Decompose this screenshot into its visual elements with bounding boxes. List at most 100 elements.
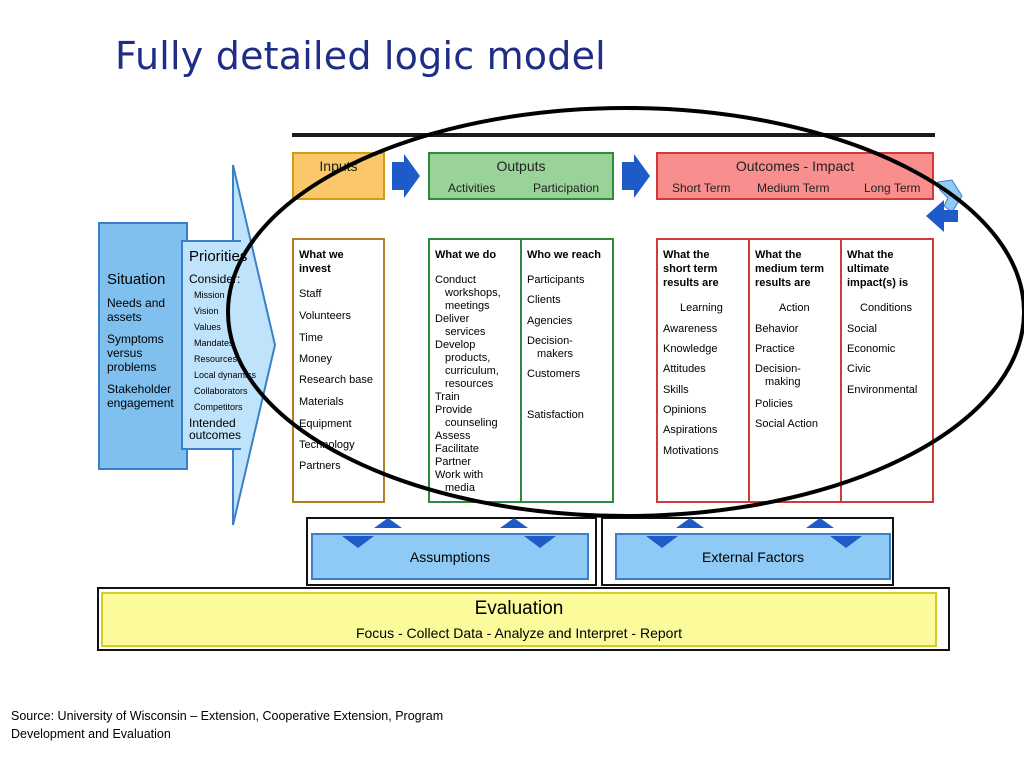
source-line: Development and Evaluation (11, 727, 171, 741)
activity-line: counseling (445, 417, 498, 429)
outputs-header-title: Outputs (496, 158, 546, 174)
evaluation-bar: Evaluation Focus - Collect Data - Analyz… (101, 592, 937, 647)
long-term-line: Social (847, 323, 877, 335)
activity-line: Partner (435, 456, 472, 468)
situation-item: engagement (107, 396, 174, 410)
evaluation-title: Evaluation (474, 598, 564, 619)
participation-column-heading: Who we reach (527, 249, 601, 261)
inputs-item: Time (299, 332, 324, 344)
situation-item: problems (107, 360, 157, 374)
heading-line: invest (299, 263, 331, 275)
intended-line: outcomes (189, 428, 242, 442)
priorities-title: Priorities (189, 248, 248, 265)
participation-line: Agencies (527, 315, 573, 327)
inputs-column-heading: What we invest (299, 248, 344, 276)
assumptions-frame (306, 517, 597, 586)
external-down-arrow-icon (646, 536, 678, 548)
outputs-activities-label: Activities (448, 181, 496, 195)
medium-term-line: Decision- (755, 363, 801, 375)
activity-line: Facilitate (435, 443, 480, 455)
top-rule (292, 133, 935, 137)
inputs-header-title: Inputs (319, 158, 358, 174)
external-factors-frame (601, 517, 894, 586)
activities-column: What we do Conduct workshops, meetings D… (428, 238, 522, 503)
medium-term-label: Medium Term (757, 181, 830, 195)
inputs-item: Volunteers (299, 310, 351, 322)
external-up-arrow-icon (806, 518, 834, 528)
priorities-intended-outcomes: Intended outcomes (189, 417, 241, 441)
short-term-line: Opinions (663, 404, 707, 416)
situation-item: assets (107, 310, 142, 324)
long-term-column: What the ultimate impact(s) is Condition… (840, 238, 934, 503)
activity-line: curriculum, (445, 365, 499, 377)
situation-title: Situation (107, 271, 166, 288)
activity-line: media (445, 482, 475, 494)
activity-line: Provide (435, 404, 473, 416)
heading-line: impact(s) is (847, 277, 909, 289)
outputs-participation-label: Participation (533, 181, 600, 195)
priority-item: Mission (194, 290, 225, 300)
short-term-line: Awareness (663, 323, 718, 335)
situation-box (98, 222, 188, 470)
priority-item: Resources (194, 354, 238, 364)
situation-item: Stakeholder (107, 382, 172, 396)
activity-line: Work with (435, 469, 484, 481)
medium-term-line: making (765, 376, 801, 388)
short-term-label: Short Term (672, 181, 731, 195)
activity-line: Conduct (435, 274, 476, 286)
outcomes-header-title: Outcomes - Impact (735, 158, 855, 174)
short-term-line: Skills (663, 384, 689, 396)
long-term-column-heading: What the ultimate impact(s) is (847, 248, 908, 290)
inputs-column: What we invest Staff Volunteers Time Mon… (292, 238, 385, 503)
inputs-item: Money (299, 353, 333, 365)
activity-line: workshops, (445, 287, 501, 299)
short-term-line: Attitudes (663, 363, 706, 375)
participation-line: Participants (527, 274, 585, 286)
assumptions-label: Assumptions (409, 549, 491, 565)
medium-term-line: Action (779, 302, 810, 314)
long-term-label: Long Term (864, 181, 921, 195)
long-term-line: Conditions (860, 302, 912, 314)
external-factors-label: External Factors (702, 549, 804, 565)
heading-line: short term (663, 263, 718, 275)
priority-item: Values (194, 322, 221, 332)
evaluation-subtitle: Focus - Collect Data - Analyze and Inter… (355, 625, 683, 641)
participation-line: Decision- (527, 335, 573, 347)
inputs-item: Partners (299, 460, 341, 472)
heading-line: ultimate (847, 263, 890, 275)
heading-line: What we (299, 249, 344, 261)
priority-item: Competitors (194, 402, 243, 412)
priority-item: Local dynamics (194, 370, 257, 380)
participation-column: Who we reach Participants Clients Agenci… (520, 238, 614, 503)
heading-line: results are (755, 277, 811, 289)
short-term-line: Learning (680, 302, 723, 314)
external-down-arrow-icon (830, 536, 862, 548)
highlight-oval (226, 106, 1024, 518)
assumptions-up-arrow-icon (374, 518, 402, 528)
outputs-header: Outputs Activities Participation (428, 152, 614, 200)
medium-term-line: Practice (755, 343, 795, 355)
long-term-line: Civic (847, 363, 871, 375)
intended-line: Intended (189, 416, 236, 430)
feedback-arrow-head-icon (926, 200, 958, 232)
medium-term-line: Policies (755, 398, 793, 410)
priority-item: Vision (194, 306, 219, 316)
participation-line: makers (537, 348, 574, 360)
assumptions-up-arrow-icon (500, 518, 528, 528)
participation-line: Clients (527, 294, 561, 306)
situation-item: versus (107, 346, 143, 360)
assumptions-down-arrow-icon (342, 536, 374, 548)
priorities-consider: Consider: (189, 272, 241, 286)
short-term-column-heading: What the short term results are (663, 248, 719, 290)
activity-line: products, (445, 352, 491, 364)
activity-line: Deliver (435, 313, 470, 325)
inputs-item: Materials (299, 396, 344, 408)
source-citation: Source: University of Wisconsin – Extens… (11, 707, 531, 743)
arrow-inputs-to-outputs-icon (392, 154, 420, 198)
page-title: Fully detailed logic model (115, 34, 606, 78)
heading-line: What the (847, 249, 894, 261)
priorities-box (181, 240, 241, 450)
situation-item: Needs and (107, 296, 166, 310)
assumptions-down-arrow-icon (524, 536, 556, 548)
